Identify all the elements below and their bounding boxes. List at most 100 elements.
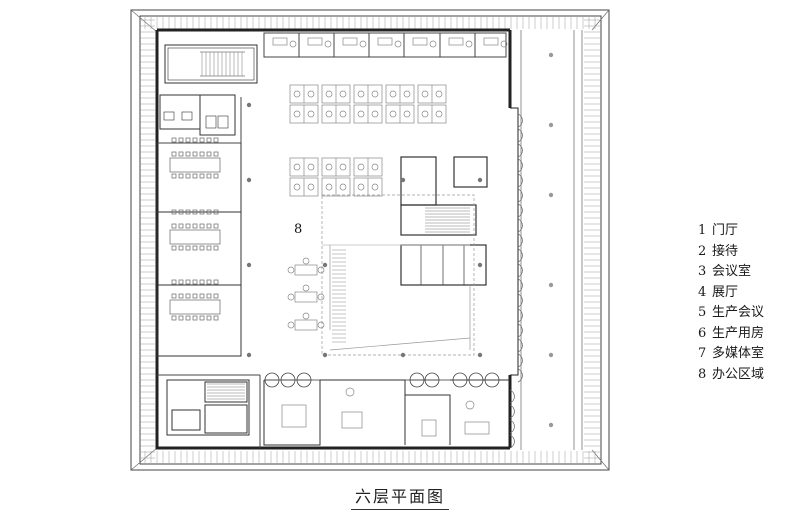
arc	[517, 323, 523, 338]
legend-label: 展厅	[712, 284, 739, 300]
arc	[517, 248, 523, 263]
chair	[206, 293, 212, 299]
chair	[199, 137, 205, 143]
chair	[421, 90, 429, 98]
atrium-column	[548, 192, 554, 198]
chair	[178, 293, 184, 299]
chair	[192, 315, 198, 321]
chair	[213, 137, 219, 143]
arc	[517, 368, 523, 383]
nw-toilets	[159, 94, 236, 136]
plan-title-text: 六层平面图	[350, 483, 449, 510]
area-label-office: 8	[294, 222, 302, 237]
top-offices	[263, 32, 507, 58]
arc	[517, 263, 523, 278]
legend-label: 生产用房	[712, 325, 765, 341]
meeting-table	[169, 157, 221, 173]
legend-number: 6	[698, 325, 707, 341]
meeting-table	[281, 404, 307, 428]
chair	[307, 90, 315, 98]
curtain-partitions	[264, 372, 500, 388]
chair	[293, 183, 301, 191]
arc	[517, 278, 523, 293]
legend-number: 8	[698, 366, 707, 382]
chair	[178, 279, 184, 285]
chair	[192, 223, 198, 229]
atrium-edges	[520, 30, 583, 450]
chair	[394, 40, 402, 48]
chair	[213, 279, 219, 285]
desk	[483, 37, 499, 46]
central-ramp	[332, 249, 346, 343]
chair	[185, 245, 191, 251]
chair	[435, 90, 443, 98]
arc	[517, 158, 523, 173]
atrium-columns	[548, 52, 554, 428]
legend-label: 接待	[712, 243, 739, 259]
column	[322, 352, 328, 358]
desk	[272, 37, 288, 46]
chair	[421, 110, 429, 118]
chair	[206, 209, 212, 215]
chair	[325, 110, 333, 118]
chair	[389, 110, 397, 118]
plan-title: 六层平面图	[0, 483, 800, 510]
legend-item: 6 生产用房	[698, 324, 798, 345]
chair	[339, 90, 347, 98]
chair	[178, 223, 184, 229]
chair	[324, 40, 332, 48]
chair	[185, 223, 191, 229]
chair	[403, 110, 411, 118]
meeting-table	[169, 229, 221, 245]
legend-number: 7	[698, 346, 707, 361]
legend-label: 多媒体室	[712, 346, 765, 361]
chair	[178, 245, 184, 251]
chair	[206, 173, 212, 179]
arc	[517, 203, 523, 218]
legend-label: 生产会议	[712, 305, 765, 320]
atrium-column	[548, 422, 554, 428]
chair	[357, 110, 365, 118]
chair	[357, 183, 365, 191]
chair	[357, 90, 365, 98]
chair	[185, 315, 191, 321]
chair	[287, 293, 295, 301]
central-core	[400, 156, 488, 286]
column	[477, 177, 483, 183]
column	[246, 177, 252, 183]
chair	[199, 245, 205, 251]
arc	[517, 143, 523, 158]
legend-number: 4	[698, 284, 707, 300]
chair	[371, 90, 379, 98]
chair	[178, 151, 184, 157]
arc	[517, 173, 523, 188]
top-office-furniture	[272, 37, 508, 48]
column	[477, 352, 483, 358]
column	[477, 262, 483, 268]
chair	[293, 90, 301, 98]
outer-roof-outline	[130, 9, 610, 471]
arc	[517, 233, 523, 248]
column	[322, 262, 328, 268]
curtain-wall-arcs	[509, 113, 523, 449]
chair	[213, 209, 219, 215]
arc	[517, 293, 523, 308]
arc	[509, 419, 515, 434]
chair	[302, 312, 310, 320]
building-walls	[155, 28, 519, 450]
atrium-column	[548, 352, 554, 358]
south-rooms	[263, 379, 510, 446]
chair	[206, 315, 212, 321]
arc	[517, 308, 523, 323]
nw-stair-core	[164, 44, 258, 84]
chair	[192, 279, 198, 285]
chair	[317, 321, 325, 329]
legend-label: 门厅	[712, 223, 739, 238]
desk	[377, 37, 393, 46]
table	[421, 419, 437, 437]
arc	[517, 218, 523, 233]
arc	[509, 389, 515, 404]
chair	[171, 223, 177, 229]
